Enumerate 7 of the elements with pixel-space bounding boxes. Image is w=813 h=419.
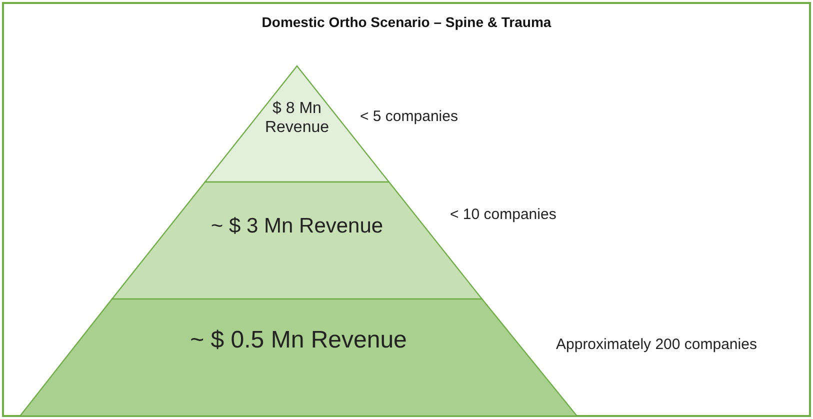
tier-label: $ 8 Mn Revenue	[264, 98, 330, 138]
company-count-note: < 5 companies	[360, 108, 458, 125]
tier-label: ~ $ 3 Mn Revenue	[210, 213, 384, 239]
company-count-note: < 10 companies	[450, 206, 556, 223]
tier-label: ~ $ 0.5 Mn Revenue	[189, 326, 408, 356]
company-count-note: Approximately 200 companies	[556, 336, 757, 353]
diagram-title: Domestic Ortho Scenario – Spine & Trauma	[262, 14, 552, 30]
